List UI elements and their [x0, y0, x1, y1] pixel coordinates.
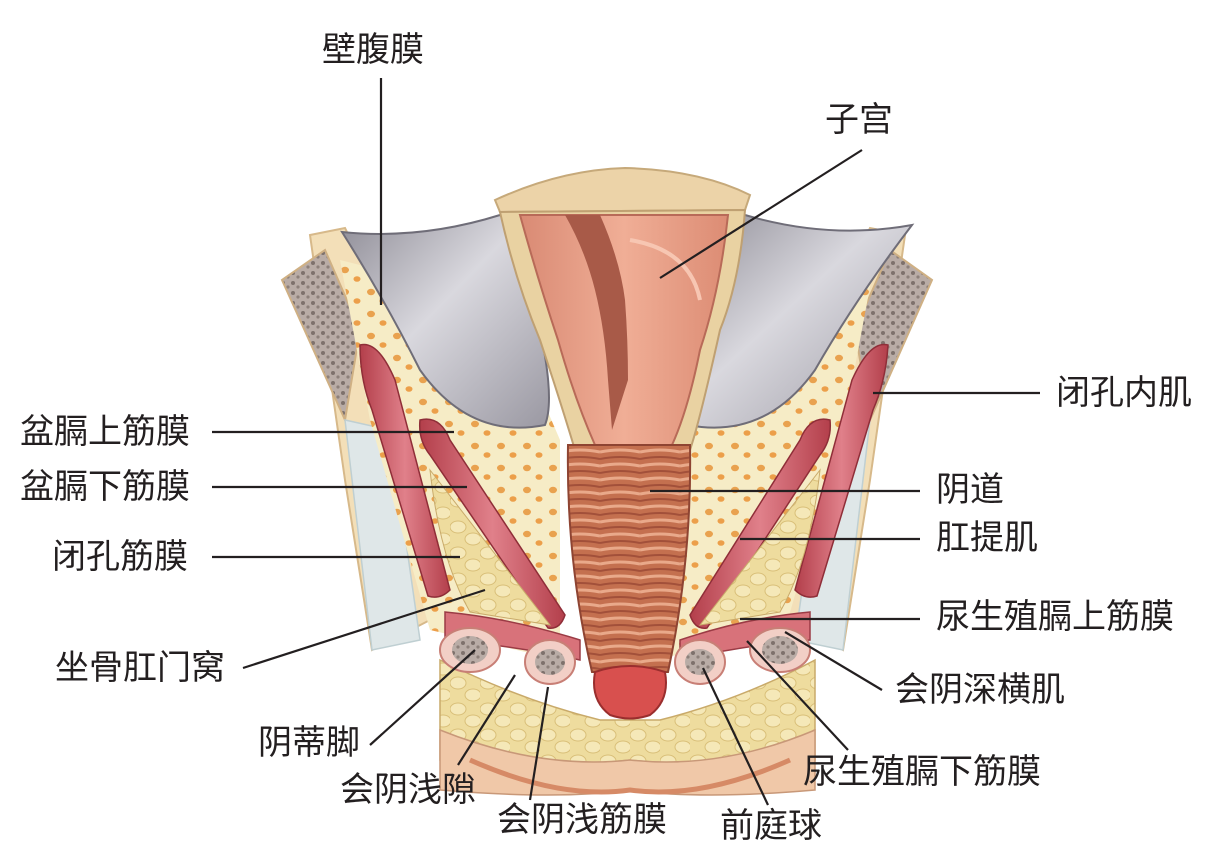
label-obturator-internus: 闭孔内肌 [1056, 373, 1192, 413]
label-uterus: 子宫 [825, 100, 893, 140]
label-superficial-perineal-space: 会阴浅隙 [340, 770, 476, 810]
label-inferior-pelvic-diaphragm-fascia: 盆膈下筋膜 [20, 467, 190, 507]
label-superficial-perineal-fascia: 会阴浅筋膜 [497, 800, 667, 840]
label-parietal-peritoneum: 壁腹膜 [322, 30, 424, 70]
leader-deep-transverse-perineal [784, 631, 883, 691]
leader-inferior-ug-fascia [746, 640, 849, 751]
label-superior-urogenital-diaphragm-fascia: 尿生殖膈上筋膜 [936, 597, 1174, 637]
leader-crus-clitoris [369, 649, 476, 746]
leader-lines [212, 78, 1040, 806]
label-vagina: 阴道 [936, 470, 1004, 510]
label-levator-ani: 肛提肌 [936, 518, 1038, 558]
muscles-left [359, 343, 566, 629]
muscles-right [689, 343, 889, 629]
leader-bulb-vestibule [702, 667, 769, 806]
leader-ischioanal-fossa [242, 588, 486, 670]
label-inferior-urogenital-diaphragm-fascia: 尿生殖膈下筋膜 [803, 752, 1041, 792]
label-bulb-of-vestibule: 前庭球 [720, 806, 822, 846]
leader-superficial-perineal-fascia [528, 686, 550, 801]
label-superior-pelvic-diaphragm-fascia: 盆膈上筋膜 [20, 412, 190, 452]
label-obturator-fascia: 闭孔筋膜 [52, 537, 188, 577]
label-deep-transverse-perineal-muscle: 会阴深横肌 [895, 670, 1065, 710]
label-ischioanal-fossa: 坐骨肛门窝 [55, 648, 225, 688]
label-crus-of-clitoris: 阴蒂脚 [258, 723, 360, 763]
leader-superficial-perineal-space [457, 674, 516, 766]
vagina [566, 444, 692, 673]
left-pelvic-wall [280, 226, 432, 652]
uterus [493, 166, 752, 451]
leader-uterus [659, 149, 863, 279]
parietal-peritoneum-left [340, 213, 550, 429]
